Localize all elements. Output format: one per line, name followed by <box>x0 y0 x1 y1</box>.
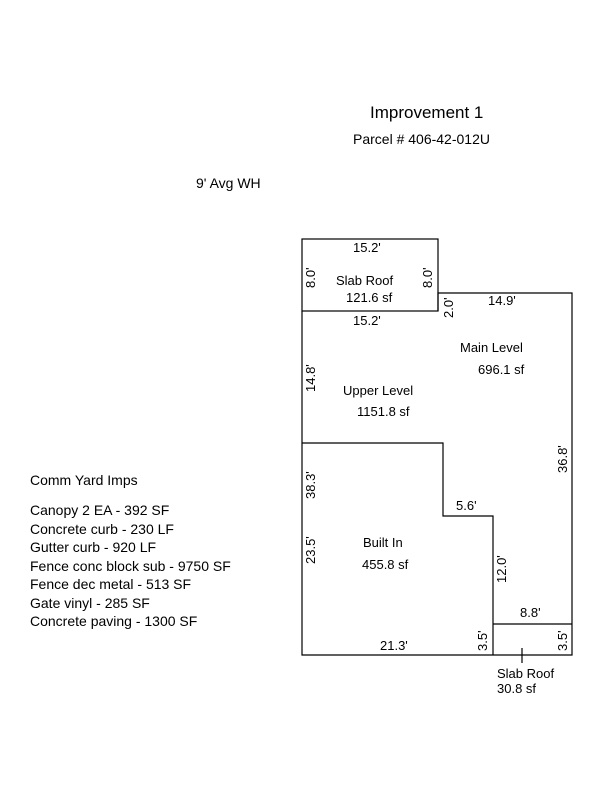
dimension-label: 21.3' <box>380 638 408 653</box>
list-item: Canopy 2 EA - 392 SF <box>30 502 170 518</box>
slab-roof-bottom-area: 30.8 sf <box>497 681 536 696</box>
slab-roof-top-area: 121.6 sf <box>346 290 393 305</box>
dimension-label: 8.0' <box>303 267 318 288</box>
dimension-label: 12.0' <box>494 555 509 583</box>
main-level-area: 696.1 sf <box>478 362 525 377</box>
dimension-label: 3.5' <box>475 630 490 651</box>
dimension-label: 36.8' <box>555 445 570 473</box>
built-in-label: Built In <box>363 535 403 550</box>
list-item: Concrete paving - 1300 SF <box>30 613 198 629</box>
built-in-area: 455.8 sf <box>362 557 409 572</box>
list-item: Concrete curb - 230 LF <box>30 520 174 537</box>
built-in-outline <box>302 442 494 655</box>
slab-roof-bottom-label: Slab Roof <box>497 666 554 681</box>
list-item: Fence conc block sub - 9750 SF <box>30 557 231 574</box>
list-item: Gate vinyl - 285 SF <box>30 594 150 611</box>
average-wall-height: 9' Avg WH <box>196 175 261 191</box>
slab-roof-top-label: Slab Roof <box>336 273 393 288</box>
dimension-label: 23.5' <box>303 536 318 564</box>
dimension-label: 2.0' <box>441 297 456 318</box>
upper-level-label: Upper Level <box>343 383 413 398</box>
yard-improvements-title: Comm Yard Imps <box>30 472 138 488</box>
dimension-label: 14.9' <box>488 293 516 308</box>
dimension-label: 3.5' <box>555 630 570 651</box>
list-item: Gutter curb - 920 LF <box>30 539 157 555</box>
dimension-label: 8.8' <box>520 605 541 620</box>
dimension-label: 15.2' <box>353 313 381 328</box>
main-outline <box>301 292 573 656</box>
list-item: Fence dec metal - 513 SF <box>30 576 192 592</box>
main-level-label: Main Level <box>460 340 523 355</box>
dimension-label: 15.2' <box>353 240 381 255</box>
upper-level-area: 1151.8 sf <box>357 404 410 419</box>
yard-improvements-list: Comm Yard Imps Canopy 2 EA - 392 SF Conc… <box>30 471 231 631</box>
sketch-title: Improvement 1 <box>370 103 484 122</box>
dimension-label: 5.6' <box>456 498 477 513</box>
slab-roof-top-outline <box>301 238 439 312</box>
dimension-label: 14.8' <box>303 364 318 392</box>
dimension-label: 8.0' <box>420 267 435 288</box>
parcel-number: Parcel # 406-42-012U <box>353 131 490 147</box>
yard-improvements-items: Canopy 2 EA - 392 SF Concrete curb - 230… <box>30 501 231 631</box>
dimension-label: 38.3' <box>303 471 318 499</box>
